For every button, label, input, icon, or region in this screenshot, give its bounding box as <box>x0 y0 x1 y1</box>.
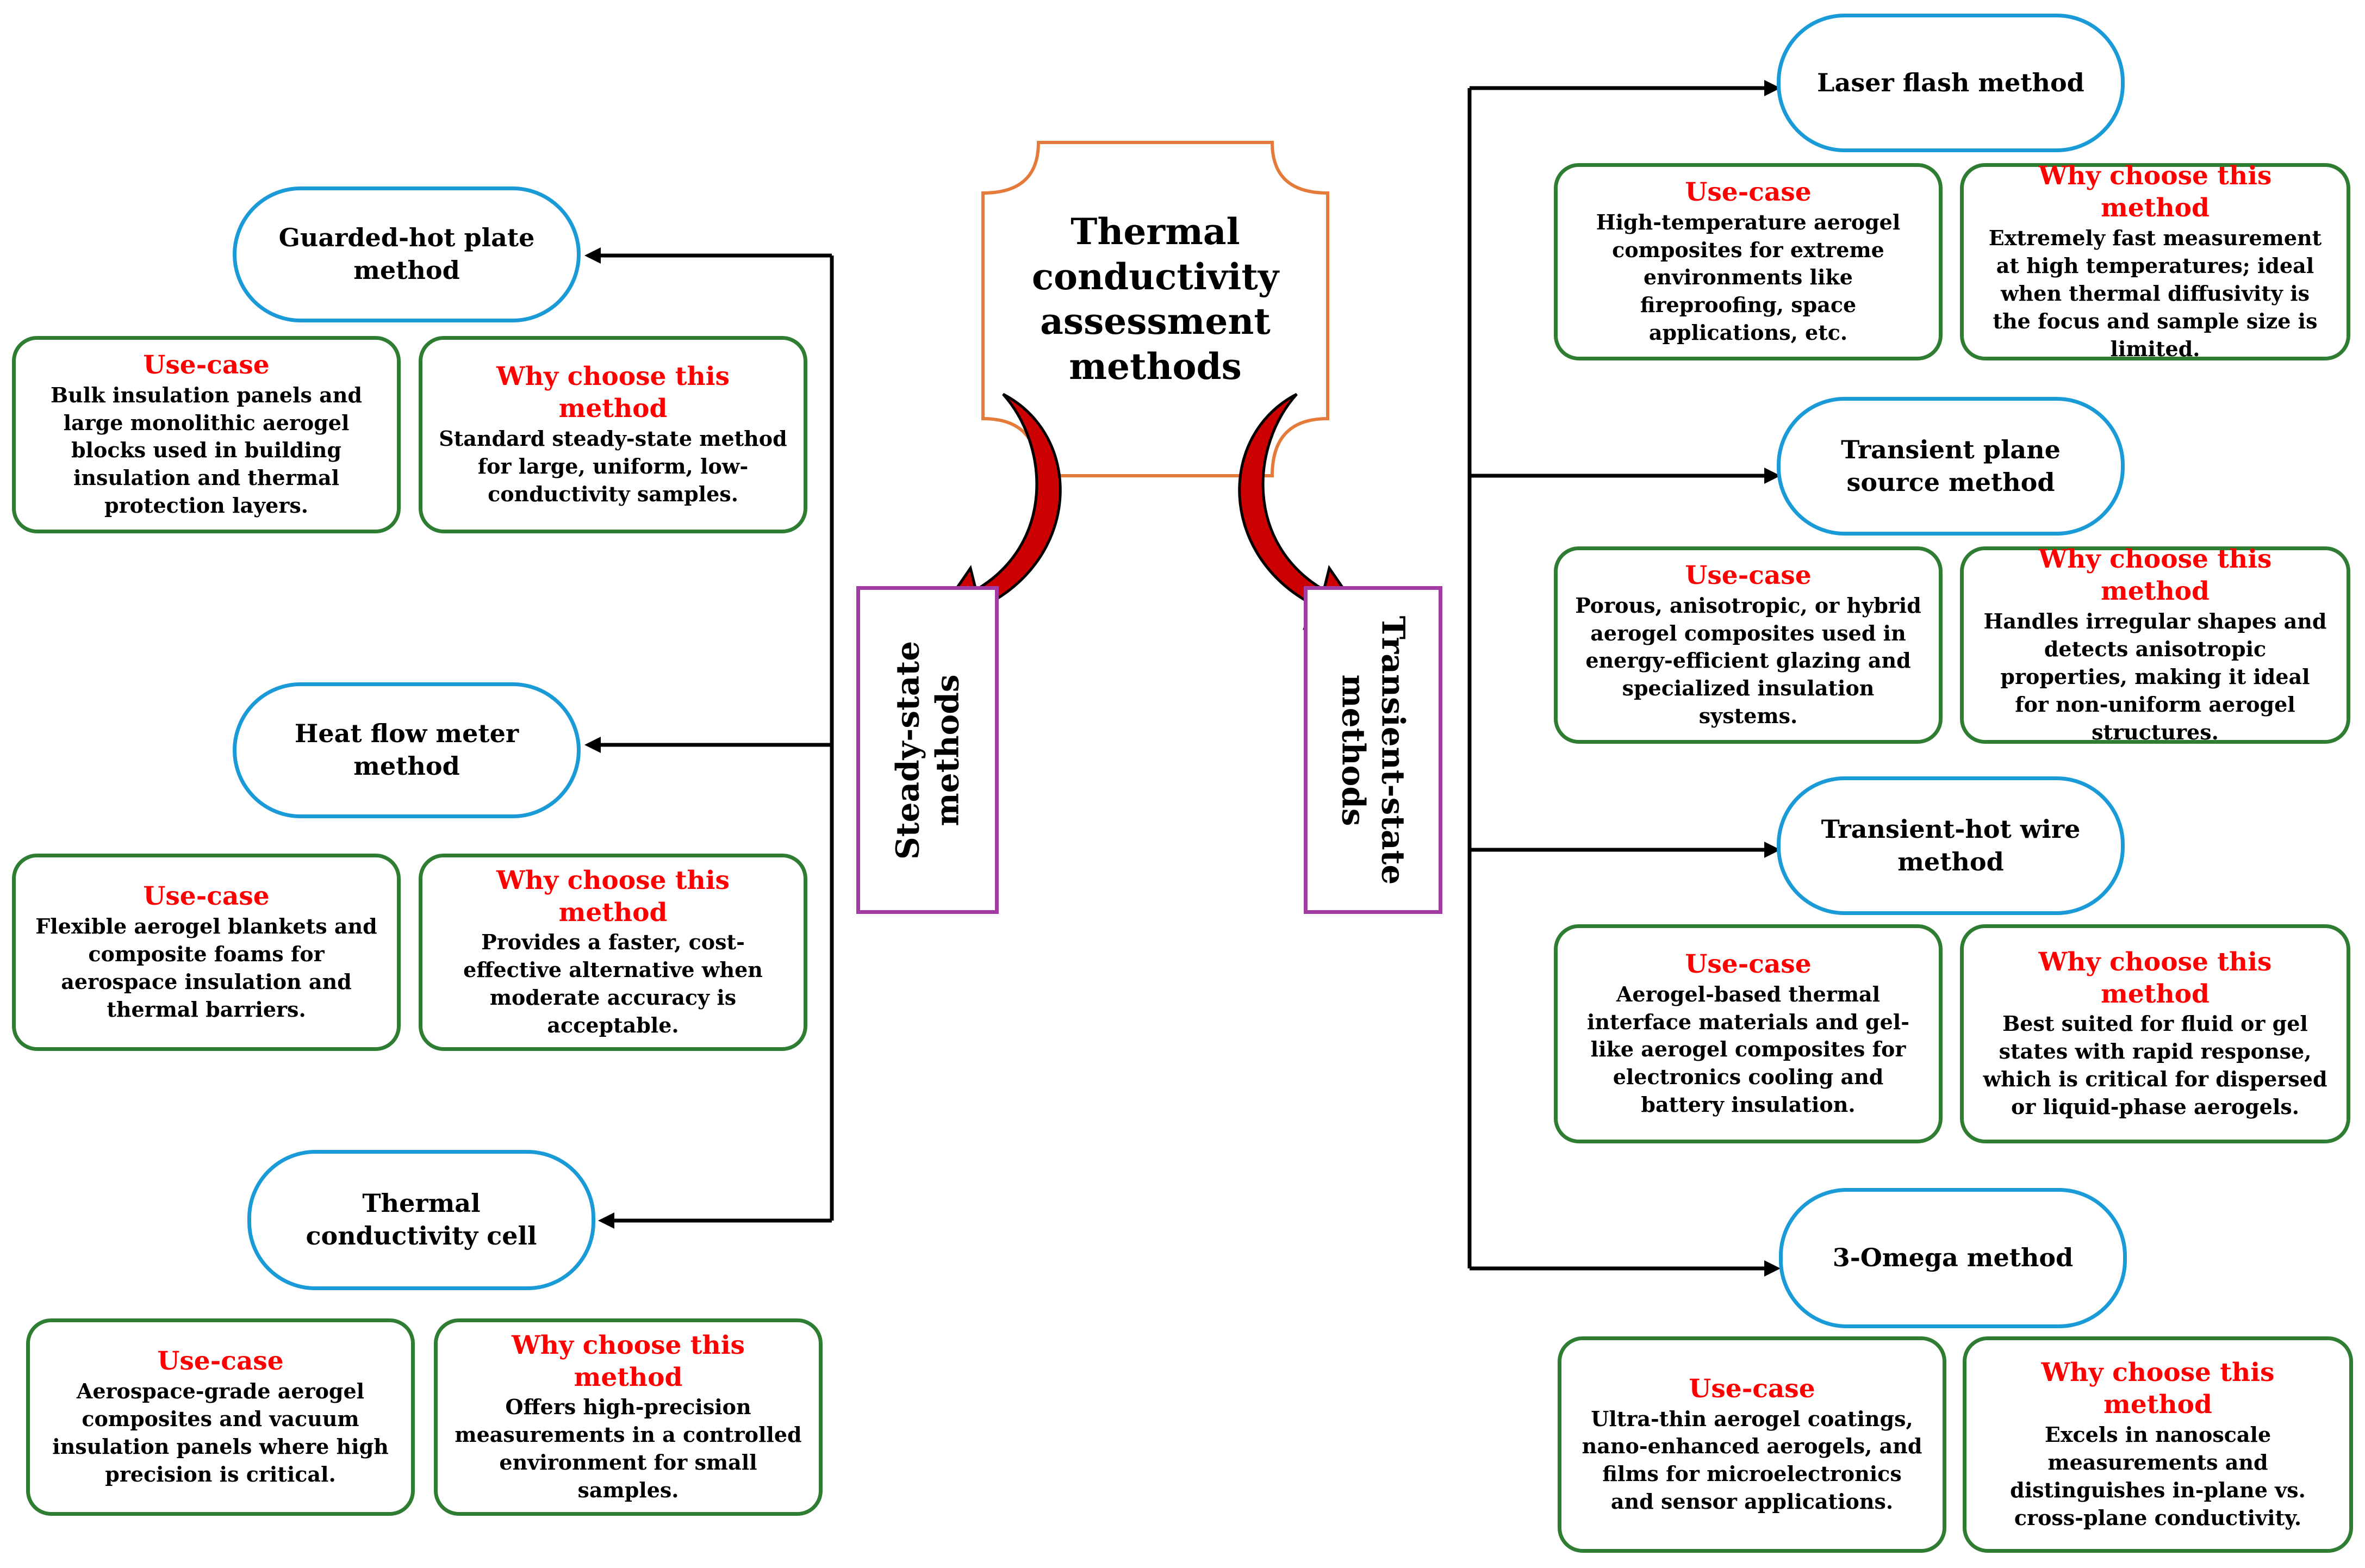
use-case-box: Use-case Flexible aerogel blankets and c… <box>12 854 401 1051</box>
use-case-text: Bulk insulation panels and large monolit… <box>51 382 362 518</box>
why-heading: Why choose this method <box>496 865 730 928</box>
use-case-box: Use-case High-temperature aerogel compos… <box>1554 163 1943 360</box>
use-case-heading: Use-case <box>1685 949 1812 979</box>
use-case-text: High-temperature aerogel composites for … <box>1596 209 1901 345</box>
use-case-text: Ultra-thin aerogel coatings, nano-enhanc… <box>1582 1406 1922 1514</box>
why-heading: Why choose this method <box>2041 1358 2275 1420</box>
use-case-text: Flexible aerogel blankets and composite … <box>35 914 377 1022</box>
use-case-text: Aerospace-grade aerogel composites and v… <box>52 1379 389 1486</box>
use-case-heading: Use-case <box>1685 177 1812 207</box>
why-box: Why choose this method Offers high-preci… <box>434 1318 823 1516</box>
method-transient-hot-wire: Transient-hot wire method <box>1777 776 2125 915</box>
use-case-box: Use-case Ultra-thin aerogel coatings, na… <box>1558 1336 1946 1553</box>
use-case-heading: Use-case <box>157 1346 284 1377</box>
why-text: Extremely fast measurement at high tempe… <box>1988 225 2322 361</box>
use-case-heading: Use-case <box>143 881 270 912</box>
arrowhead <box>1764 842 1781 858</box>
transient-state-label: Transient-state methods <box>1335 615 1412 885</box>
steady-state-label: Steady-state methods <box>889 640 966 860</box>
steady-state-category: Steady-state methods <box>856 586 999 914</box>
use-case-heading: Use-case <box>143 350 270 380</box>
method-laser-flash: Laser flash method <box>1777 14 2125 152</box>
use-case-box: Use-case Aerogel-based thermal interface… <box>1554 924 1943 1143</box>
why-heading: Why choose this method <box>496 362 730 424</box>
why-box: Why choose this method Standard steady-s… <box>419 336 807 533</box>
why-box: Why choose this method Extremely fast me… <box>1960 161 2350 361</box>
method-heat-flow-meter: Heat flow meter method <box>233 682 581 818</box>
why-text: Best suited for fluid or gel states with… <box>1983 1011 2327 1119</box>
why-box: Why choose this method Provides a faster… <box>419 854 807 1051</box>
use-case-box: Use-case Porous, anisotropic, or hybrid … <box>1554 546 1943 744</box>
why-text: Excels in nanoscale measurements and dis… <box>2010 1422 2306 1530</box>
why-box: Why choose this method Handles irregular… <box>1960 544 2350 744</box>
arrowhead <box>598 1212 614 1229</box>
center-title: Thermal conductivity assessment methods <box>1031 210 1279 388</box>
transient-bracket <box>1467 86 1764 1271</box>
method-thermal-conductivity-cell: Thermal conductivity cell <box>247 1150 595 1290</box>
why-text: Standard steady-state method for large, … <box>439 426 787 506</box>
method-guarded-hot-plate: Guarded-hot plate method <box>233 186 581 322</box>
why-heading: Why choose this method <box>511 1330 745 1392</box>
transient-state-category: Transient-state methods <box>1304 586 1442 914</box>
use-case-text: Porous, anisotropic, or hybrid aerogel c… <box>1575 593 1921 729</box>
use-case-box: Use-case Bulk insulation panels and larg… <box>12 336 401 533</box>
arrowhead <box>584 737 601 753</box>
why-heading: Why choose this method <box>2038 544 2272 607</box>
center-frame <box>981 141 1329 477</box>
arrowhead <box>584 247 601 264</box>
steady-bracket <box>593 253 834 1223</box>
use-case-heading: Use-case <box>1685 560 1812 590</box>
why-text: Offers high-precision measurements in a … <box>455 1395 802 1503</box>
arrowhead <box>1764 80 1781 96</box>
method-3-omega: 3-Omega method <box>1779 1188 2127 1328</box>
why-text: Provides a faster, cost-effective altern… <box>463 930 763 1038</box>
use-case-text: Aerogel-based thermal interface material… <box>1586 981 1910 1117</box>
arrowhead <box>1764 1260 1781 1277</box>
use-case-box: Use-case Aerospace-grade aerogel composi… <box>26 1318 415 1516</box>
why-box: Why choose this method Best suited for f… <box>1960 924 2350 1143</box>
arrowhead <box>1764 468 1781 484</box>
use-case-heading: Use-case <box>1689 1373 1815 1404</box>
why-text: Handles irregular shapes and detects ani… <box>1983 608 2327 744</box>
why-box: Why choose this method Excels in nanosca… <box>1963 1336 2353 1553</box>
why-heading: Why choose this method <box>2038 947 2272 1009</box>
why-heading: Why choose this method <box>2038 161 2272 223</box>
method-transient-plane-source: Transient plane source method <box>1777 397 2125 536</box>
